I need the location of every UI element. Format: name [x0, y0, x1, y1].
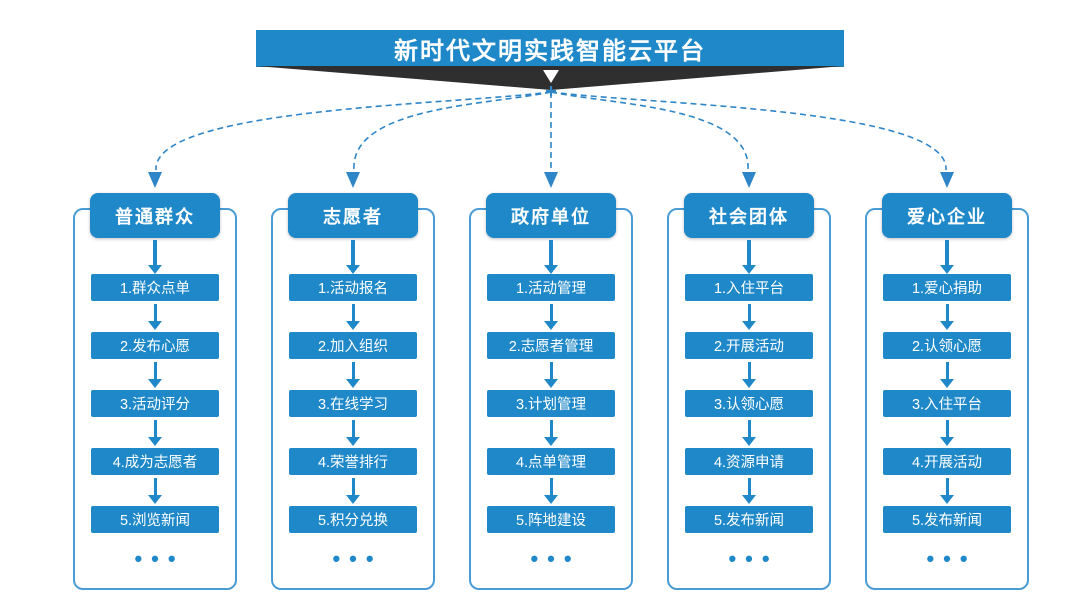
- page-title: 新时代文明实践智能云平台: [256, 30, 844, 67]
- column-header: 普通群众: [90, 193, 220, 238]
- role-column-volunteer: 志愿者 1.活动报名 2.加入组织 3.在线学习 4.荣誉排行 5.积分兑换 •…: [271, 170, 435, 611]
- more-dots: •••: [134, 546, 185, 571]
- flow-step: 3.认领心愿: [685, 390, 813, 417]
- down-arrow-icon: [148, 304, 162, 330]
- down-arrow-icon: [742, 362, 756, 388]
- down-arrow-icon: [148, 240, 162, 274]
- down-arrow-icon: [544, 478, 558, 504]
- flow-step: 4.点单管理: [487, 448, 615, 475]
- banner-down-arrow-icon: [543, 70, 559, 83]
- column-header: 爱心企业: [882, 193, 1012, 238]
- connector-line: [155, 91, 552, 171]
- flow-step: 3.入住平台: [883, 390, 1011, 417]
- down-arrow-icon: [742, 478, 756, 504]
- down-arrow-icon: [148, 478, 162, 504]
- down-arrow-icon: [544, 240, 558, 274]
- more-dots: •••: [530, 546, 581, 571]
- flow-step: 2.加入组织: [289, 332, 417, 359]
- flow-step: 5.阵地建设: [487, 506, 615, 533]
- down-arrow-icon: [346, 362, 360, 388]
- down-arrow-icon: [940, 420, 954, 446]
- role-column-public: 普通群众 1.群众点单 2.发布心愿 3.活动评分 4.成为志愿者 5.浏览新闻…: [73, 170, 237, 611]
- down-arrow-icon: [544, 420, 558, 446]
- more-dots: •••: [926, 546, 977, 571]
- down-arrow-icon: [148, 362, 162, 388]
- flow-step: 1.活动报名: [289, 274, 417, 301]
- down-arrow-icon: [346, 240, 360, 274]
- role-column-enterprise: 爱心企业 1.爱心捐助 2.认领心愿 3.入住平台 4.开展活动 5.发布新闻 …: [865, 170, 1029, 611]
- down-arrow-icon: [940, 304, 954, 330]
- down-arrow-icon: [742, 240, 756, 274]
- more-dots: •••: [332, 546, 383, 571]
- column-header: 志愿者: [288, 193, 418, 238]
- more-dots: •••: [728, 546, 779, 571]
- role-column-social-group: 社会团体 1.入住平台 2.开展活动 3.认领心愿 4.资源申请 5.发布新闻 …: [667, 170, 831, 611]
- down-arrow-icon: [346, 478, 360, 504]
- flow-step: 5.浏览新闻: [91, 506, 219, 533]
- flow-step: 4.开展活动: [883, 448, 1011, 475]
- down-arrow-icon: [544, 362, 558, 388]
- flow-step: 5.发布新闻: [685, 506, 813, 533]
- flow-step: 1.入住平台: [685, 274, 813, 301]
- banner-shadow-wedge: [256, 66, 844, 90]
- flow-step: 5.发布新闻: [883, 506, 1011, 533]
- flow-step: 3.活动评分: [91, 390, 219, 417]
- down-arrow-icon: [544, 304, 558, 330]
- flow-step: 4.资源申请: [685, 448, 813, 475]
- flow-step: 5.积分兑换: [289, 506, 417, 533]
- flow-step: 2.认领心愿: [883, 332, 1011, 359]
- flow-step: 4.荣誉排行: [289, 448, 417, 475]
- down-arrow-icon: [346, 420, 360, 446]
- connector-line: [353, 91, 552, 171]
- flow-step: 2.志愿者管理: [487, 332, 615, 359]
- down-arrow-icon: [940, 362, 954, 388]
- flow-step: 2.发布心愿: [91, 332, 219, 359]
- connector-line: [550, 91, 947, 171]
- down-arrow-icon: [940, 478, 954, 504]
- column-header: 社会团体: [684, 193, 814, 238]
- down-arrow-icon: [940, 240, 954, 274]
- down-arrow-icon: [742, 420, 756, 446]
- down-arrow-icon: [148, 420, 162, 446]
- flow-step: 1.活动管理: [487, 274, 615, 301]
- flow-step: 2.开展活动: [685, 332, 813, 359]
- flow-step: 4.成为志愿者: [91, 448, 219, 475]
- connector-line: [550, 91, 749, 171]
- down-arrow-icon: [346, 304, 360, 330]
- down-arrow-icon: [742, 304, 756, 330]
- flow-step: 1.群众点单: [91, 274, 219, 301]
- flow-step: 3.在线学习: [289, 390, 417, 417]
- flow-step: 3.计划管理: [487, 390, 615, 417]
- column-header: 政府单位: [486, 193, 616, 238]
- connector-origin-icon: [546, 86, 556, 96]
- flow-step: 1.爱心捐助: [883, 274, 1011, 301]
- role-column-government: 政府单位 1.活动管理 2.志愿者管理 3.计划管理 4.点单管理 5.阵地建设…: [469, 170, 633, 611]
